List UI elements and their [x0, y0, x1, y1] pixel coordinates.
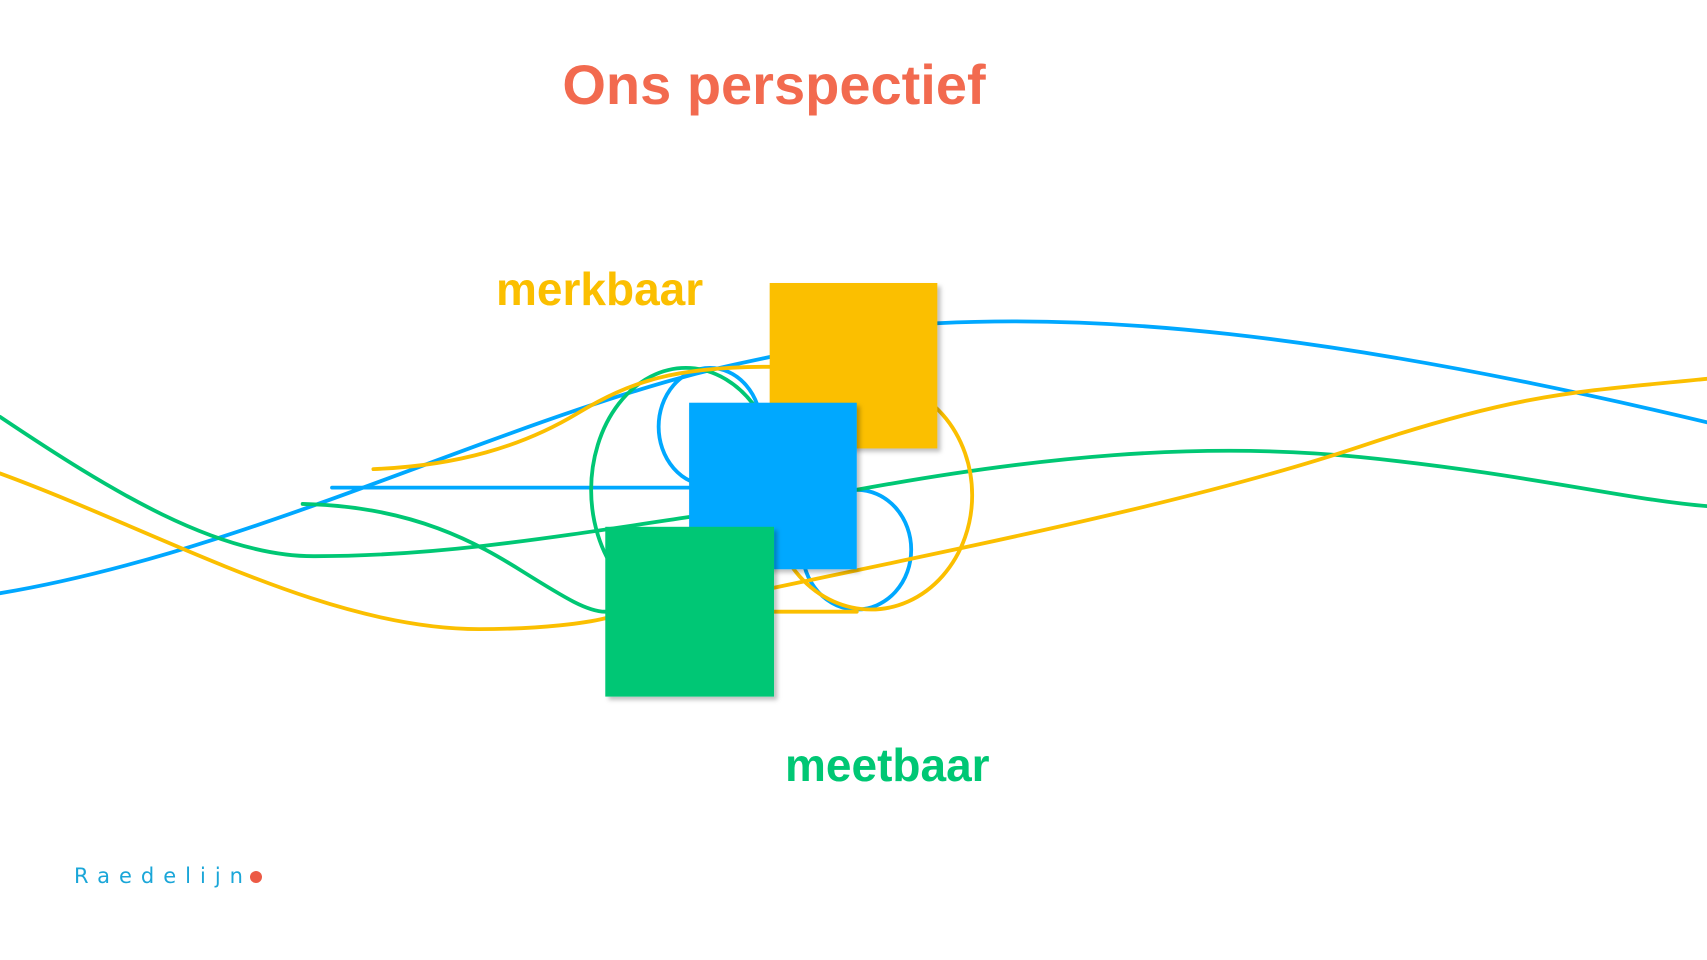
logo: Raedelijn [74, 864, 262, 888]
slide-title: Ons perspectief [562, 53, 986, 116]
yellow-curve [0, 471, 608, 632]
logo-dot-icon [249, 871, 262, 883]
label-meetbaar: meetbaar [785, 739, 990, 791]
yellow-curve [371, 364, 772, 472]
yellow-curve [772, 376, 1707, 590]
green-curve [300, 502, 608, 614]
green-curve [854, 448, 1707, 509]
green-curve [0, 414, 692, 559]
label-merkbaar: merkbaar [496, 263, 704, 315]
green-square [605, 526, 775, 697]
logo-text: Raedelijn [74, 864, 252, 888]
